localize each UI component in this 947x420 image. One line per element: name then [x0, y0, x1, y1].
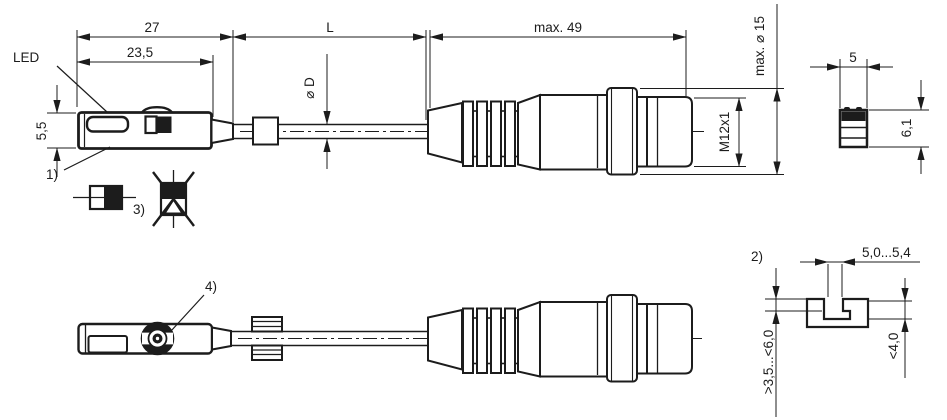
dimension-max-dia-15: max. ⌀ 15 — [640, 4, 784, 175]
note-1-label: 1) — [46, 167, 58, 182]
ring-step — [636, 96, 648, 168]
clamp-slider — [144, 115, 158, 135]
dim-27-label: 27 — [144, 20, 159, 35]
dimension-cable-dia: ⌀ D — [302, 54, 331, 169]
dim-max-49-label: max. 49 — [534, 20, 582, 35]
dimension-5-5: 5,5 — [34, 85, 76, 177]
dimension-27: 27 — [76, 20, 234, 122]
note-2-label: 2) — [751, 249, 763, 264]
dimension-6-1: 6,1 — [869, 80, 929, 174]
dim-max-dia-15-label: max. ⌀ 15 — [752, 16, 767, 76]
cable-nose-top — [211, 326, 232, 351]
dim-23-5-label: 23,5 — [127, 45, 153, 60]
sensor-top-view — [77, 321, 232, 356]
sensor-side-view — [77, 105, 234, 150]
sensor-end-view — [838, 107, 869, 149]
mounting-forbidden-icon — [152, 170, 195, 228]
note-1-callout: 1) — [46, 146, 111, 182]
note-1-leader-line — [63, 146, 111, 171]
dim-cable-dia-label: ⌀ D — [302, 77, 317, 99]
dimension-slot-width: 5,0...5,4 — [800, 245, 920, 297]
dimension-5: 5 — [810, 50, 893, 108]
led-callout: LED — [13, 50, 108, 113]
m12-thread — [646, 96, 693, 168]
connector-cone — [517, 93, 541, 171]
dim-slot-depth-range-label: >3,5...<6,0 — [761, 330, 776, 395]
clamp-screw-block — [156, 116, 172, 133]
note-4-callout: 4) — [170, 279, 217, 332]
clamping-screw — [140, 321, 175, 356]
led-leader-line — [56, 65, 108, 113]
led-label: LED — [13, 50, 40, 65]
connector-m12 — [427, 87, 693, 176]
strain-relief-cone — [427, 101, 463, 164]
note-4-label: 4) — [205, 279, 217, 294]
dimension-slot-depth-range: >3,5...<6,0 — [761, 268, 822, 417]
led-window-top — [87, 335, 128, 354]
dim-5-label: 5 — [849, 50, 857, 65]
note-4-leader-line — [170, 294, 205, 332]
cable-clamp — [252, 116, 279, 146]
dim-m12x1-label: M12x1 — [717, 112, 732, 153]
slot-profile — [805, 297, 870, 329]
dimension-slot-depth-max: <4,0 — [869, 278, 912, 378]
dimension-23-5: 23,5 — [76, 45, 214, 117]
dim-5-5-label: 5,5 — [34, 122, 49, 141]
cable-clamp-bottom — [251, 316, 283, 361]
led-window — [85, 115, 130, 133]
connector-m12-bottom — [427, 294, 693, 383]
dimension-max-49: max. 49 — [429, 20, 687, 108]
cable-nose — [210, 118, 234, 145]
dim-slot-width-label: 5,0...5,4 — [862, 245, 911, 260]
dim-L-label: L — [326, 20, 334, 35]
dimension-m12x1: M12x1 — [694, 97, 746, 167]
cross-line-2 — [152, 171, 195, 227]
dim-slot-depth-max-label: <4,0 — [886, 333, 901, 360]
mounting-allowed-icon — [73, 184, 136, 211]
dimension-cable-length: L — [232, 20, 427, 120]
dim-6-1-label: 6,1 — [899, 119, 914, 138]
note-3-label: 3) — [133, 202, 145, 217]
